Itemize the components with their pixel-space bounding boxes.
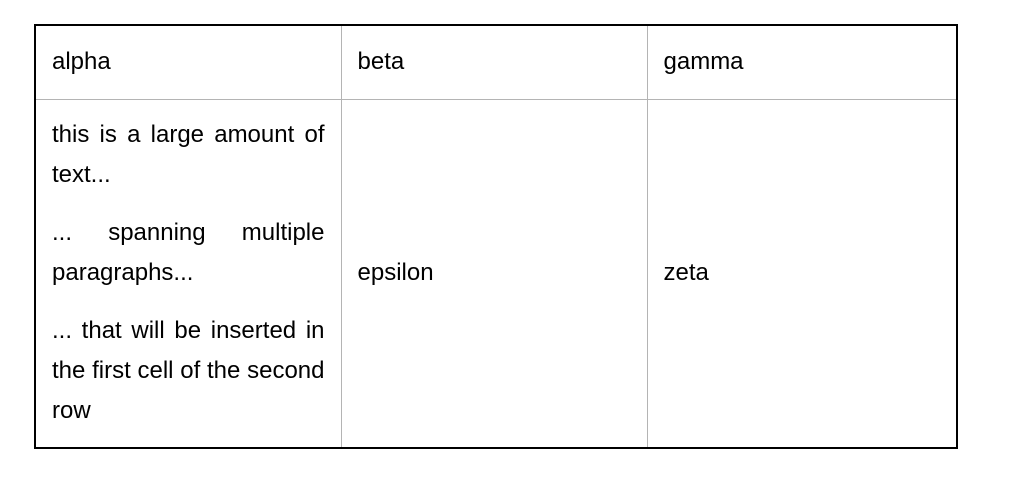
cell-gamma: gamma [646,24,958,100]
table-row-header: alpha beta gamma [34,24,958,100]
cell-zeta: zeta [646,98,958,449]
paragraph-2: ... spanning multiple paragraphs... [52,219,325,287]
data-table: alpha beta gamma this is a large amount … [34,24,958,449]
cell-alpha: alpha [34,24,342,100]
paragraph-3: ... that will be inserted in the first c… [52,317,325,425]
cell-epsilon: epsilon [340,98,648,449]
cell-multi-paragraph: this is a large amount of text... ... sp… [34,98,342,449]
table-row-second: this is a large amount of text... ... sp… [34,98,958,449]
paragraph-1: this is a large amount of text... [52,121,325,189]
cell-beta: beta [340,24,648,100]
